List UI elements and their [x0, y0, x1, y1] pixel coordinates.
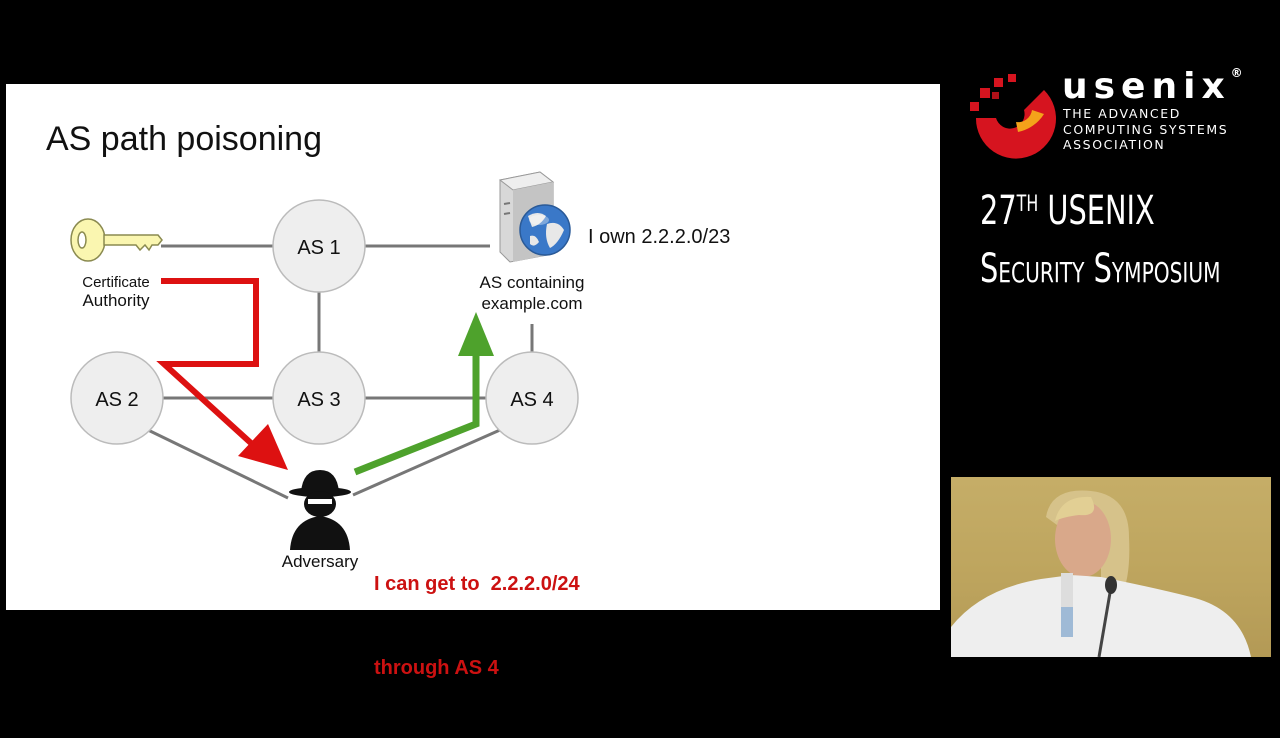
as-node-1: AS 1	[272, 199, 366, 293]
globe-icon	[519, 204, 571, 256]
speaker-video	[951, 477, 1271, 657]
network-links	[147, 244, 534, 500]
adversary-claim: I can get to 2.2.2.0/24 through AS 4	[374, 514, 580, 738]
certificate-authority-label: Certificate Authority	[70, 274, 162, 311]
trademark-symbol: ®	[1230, 66, 1243, 80]
as-node-4-label: AS 4	[510, 389, 553, 411]
target-label-line-2: example.com	[481, 294, 583, 313]
adversary-claim-line-2: through AS 4	[374, 657, 499, 679]
target-label-line-1: AS containing	[479, 273, 585, 292]
tagline-line-2: COMPUTING SYSTEMS	[1063, 121, 1229, 137]
as-node-2: AS 2	[70, 351, 164, 445]
adversary-claim-line-1: I can get to 2.2.2.0/24	[374, 573, 580, 595]
usenix-tagline: THE ADVANCED COMPUTING SYSTEMS ASSOCIATI…	[1063, 106, 1263, 153]
as-node-3: AS 3	[272, 351, 366, 445]
speaker-figure	[951, 477, 1271, 657]
link-as2-adversary	[147, 428, 289, 500]
event-org: USENIX	[1038, 188, 1155, 234]
link-adversary-as4	[352, 428, 501, 497]
usenix-wordmark: usenix®	[1062, 66, 1243, 107]
as-node-4: AS 4	[485, 351, 579, 445]
tagline-line-1: THE ADVANCED	[1063, 106, 1181, 121]
attack-path-arrow	[156, 278, 288, 470]
as-node-2-label: AS 2	[95, 389, 138, 411]
presentation-slide: AS 1 AS 2 AS 3 AS 4	[6, 84, 940, 679]
network-diagram: AS 1 AS 2 AS 3 AS 4	[70, 171, 579, 550]
event-title-line-1: 27TH USENIX	[980, 188, 1155, 234]
as-node-1-label: AS 1	[297, 237, 340, 259]
slide-title: AS path poisoning	[46, 120, 322, 158]
as-node-3-label: AS 3	[297, 389, 340, 411]
usenix-wordmark-text: usenix	[1062, 66, 1231, 107]
ca-label-line-2: Authority	[82, 291, 150, 310]
key-icon	[70, 218, 163, 262]
event-ordinal: TH	[1016, 192, 1039, 217]
usenix-logo-icon	[970, 74, 1056, 159]
event-number: 27	[980, 188, 1017, 234]
tagline-line-3: ASSOCIATION	[1063, 137, 1166, 152]
target-as-label: AS containing example.com	[462, 272, 602, 314]
adversary-label: Adversary	[281, 552, 359, 571]
owner-claim: I own 2.2.2.0/23	[588, 226, 731, 248]
legit-route-arrow	[353, 312, 494, 476]
adversary-icon	[289, 470, 351, 550]
ca-label-line-1: Certificate	[82, 274, 150, 291]
event-title-line-2: Security Symposium	[980, 246, 1221, 292]
